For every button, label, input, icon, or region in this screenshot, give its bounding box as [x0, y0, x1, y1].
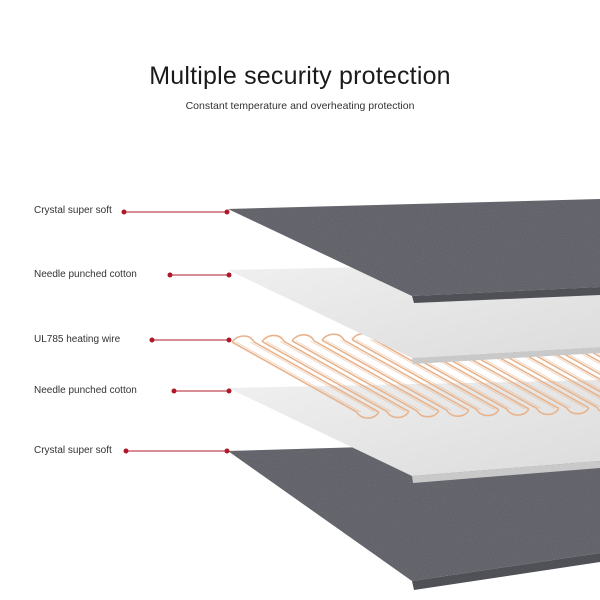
page-subtitle: Constant temperature and overheating pro… — [185, 100, 415, 112]
heating-wire-coil-inner — [235, 335, 600, 413]
leader-crystal-bottom-dot-left — [123, 448, 129, 454]
leader-cotton-bottom-dot-left — [171, 388, 177, 394]
leader-heating-wire — [149, 337, 232, 343]
leader-crystal-top-dot-left — [121, 209, 127, 215]
layer-crystal-bottom-edge — [412, 553, 600, 590]
layer-cotton-top-edge — [412, 347, 600, 364]
leader-cotton-bottom — [171, 388, 232, 394]
leader-cotton-top — [167, 272, 232, 278]
leader-cotton-bottom-dot-right — [226, 388, 232, 394]
layer-label-crystal-top: Crystal super soft — [34, 205, 112, 216]
leader-cotton-top-dot-left — [167, 272, 173, 278]
page-title: Multiple security protection — [149, 62, 451, 90]
layer-label-heating-wire: UL785 heating wire — [34, 334, 121, 345]
layer-cotton-bottom — [228, 380, 600, 483]
layer-label-crystal-bottom: Crystal super soft — [34, 445, 112, 456]
layer-crystal-top-face — [228, 199, 600, 296]
leader-crystal-top — [121, 209, 230, 215]
layer-cotton-bottom-edge — [412, 461, 600, 483]
leader-crystal-bottom-dot-right — [224, 448, 230, 454]
layer-label-cotton-bottom: Needle punched cotton — [34, 385, 137, 396]
leader-heating-wire-dot-left — [149, 337, 155, 343]
layer-crystal-top-edge — [412, 287, 600, 303]
layer-cotton-bottom-face — [228, 380, 600, 476]
leader-cotton-top-dot-right — [226, 272, 232, 278]
leader-heating-wire-dot-right — [226, 337, 232, 343]
layer-label-cotton-top: Needle punched cotton — [34, 269, 137, 280]
leader-crystal-bottom — [123, 448, 230, 454]
leader-crystal-top-dot-right — [224, 209, 230, 215]
layer-crystal-top — [228, 199, 600, 303]
